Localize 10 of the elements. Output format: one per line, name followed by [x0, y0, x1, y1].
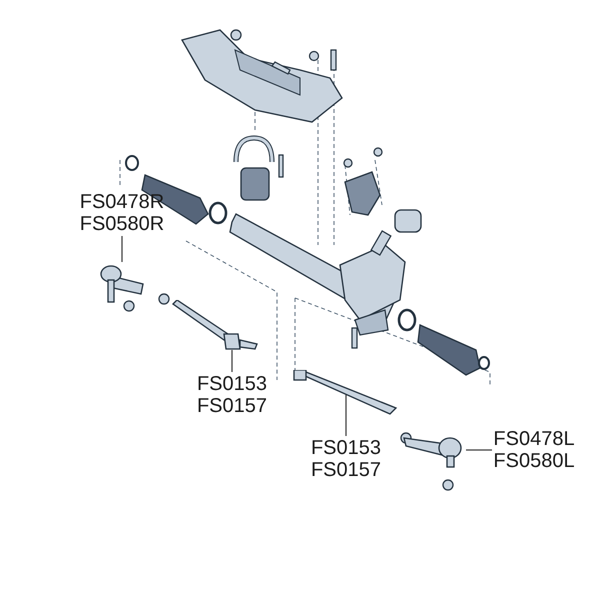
part-number: FS0157 — [310, 459, 382, 481]
part-number: FS0153 — [310, 437, 382, 459]
part-number: FS0478R — [80, 191, 164, 213]
part-number: FS0157 — [196, 395, 268, 417]
part-number: FS0478L — [493, 428, 575, 450]
part-number: FS0580R — [80, 213, 164, 235]
inner-tie-rod-drawing — [172, 300, 258, 350]
part-number: FS0153 — [196, 373, 268, 395]
inner-tie-rod-drawing — [292, 370, 400, 416]
part-number: FS0580L — [493, 450, 575, 472]
